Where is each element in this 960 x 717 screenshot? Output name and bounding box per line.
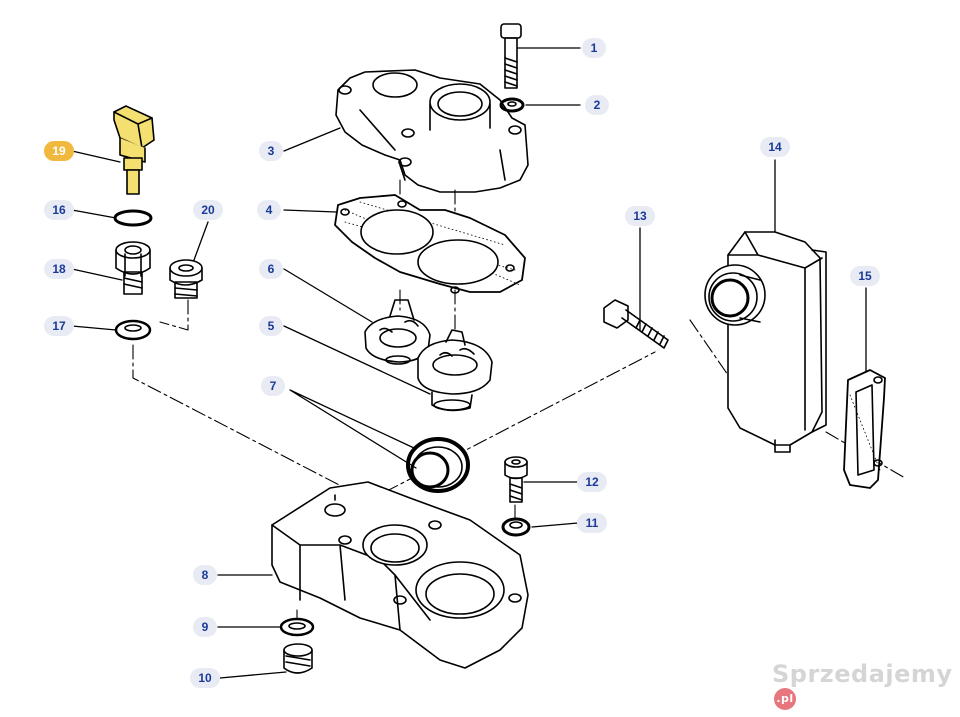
callout-label: 10: [198, 671, 212, 685]
callout-4[interactable]: 4: [257, 200, 281, 220]
callout-badge-bg: [193, 200, 223, 220]
callout-badge-bg: [577, 472, 607, 492]
callout-badge-bg: [193, 565, 217, 585]
callout-label: 11: [586, 516, 599, 530]
callout-label: 13: [633, 209, 647, 223]
part-19-temperature-sensor[interactable]: [113, 105, 155, 195]
callout-label: 3: [268, 144, 275, 158]
callout-badge-bg: [259, 316, 283, 336]
callout-label: 1: [591, 41, 598, 55]
part-4-gasket[interactable]: [334, 194, 526, 294]
callout-5[interactable]: 5: [259, 316, 283, 336]
callout-badge-bg: [261, 376, 285, 396]
callout-badge-bg: [257, 200, 281, 220]
callout-label: 20: [201, 203, 215, 217]
watermark-text: Sprzedajemy: [772, 660, 953, 688]
part-10-plug[interactable]: [283, 643, 313, 674]
callout-17[interactable]: 17: [44, 316, 74, 336]
callout-label: 9: [202, 620, 209, 634]
callout-label: 4: [266, 203, 273, 217]
part-15-outlet-gasket[interactable]: [843, 369, 886, 489]
callout-badge-bg: [850, 266, 880, 286]
callout-16[interactable]: 16: [44, 200, 74, 220]
part-18-adapter-fitting[interactable]: [115, 241, 151, 295]
callout-label: 19: [52, 144, 66, 158]
part-9-washer[interactable]: [279, 617, 315, 637]
callout-badge-bg: [193, 617, 217, 637]
part-8-thermostat-housing[interactable]: [271, 481, 529, 669]
callout-badge-bg: [44, 259, 74, 279]
callout-15[interactable]: 15: [850, 266, 880, 286]
callout-label: 6: [268, 262, 275, 276]
callout-label: 15: [858, 269, 872, 283]
part-17-washer[interactable]: [114, 319, 152, 341]
callout-badge-bg: [760, 137, 790, 157]
callout-13[interactable]: 13: [625, 206, 655, 226]
callout-8[interactable]: 8: [193, 565, 217, 585]
part-7-seal-ring[interactable]: [406, 437, 470, 493]
watermark: Sprzedajemy.pl: [772, 660, 960, 717]
part-20-plug[interactable]: [169, 259, 203, 299]
callout-10[interactable]: 10: [190, 668, 220, 688]
part-12-short-bolt[interactable]: [504, 456, 528, 503]
callout-14[interactable]: 14: [760, 137, 790, 157]
callout-12[interactable]: 12: [577, 472, 607, 492]
callout-label: 18: [52, 262, 66, 276]
callout-badge-bg: [190, 668, 220, 688]
callout-label: 2: [594, 98, 601, 112]
leader-lines: [71, 47, 867, 679]
callout-badge-bg: [44, 200, 74, 220]
callout-badge-bg: [259, 141, 283, 161]
part-5-thermostat-large[interactable]: [417, 329, 493, 412]
part-11-washer[interactable]: [501, 517, 531, 537]
part-14-outlet-housing[interactable]: [704, 231, 827, 453]
callout-badge-bg: [577, 513, 607, 533]
watermark-suffix-badge: .pl: [774, 688, 796, 710]
callout-18[interactable]: 18: [44, 259, 74, 279]
callout-19[interactable]: 19: [44, 141, 74, 161]
callout-2[interactable]: 2: [585, 95, 609, 115]
callout-label: 16: [52, 203, 66, 217]
callout-11[interactable]: 11: [577, 513, 607, 533]
callout-badge-bg: [625, 206, 655, 226]
callout-badge-bg: [582, 38, 606, 58]
callout-9[interactable]: 9: [193, 617, 217, 637]
callout-label: 17: [52, 319, 66, 333]
part-6-thermostat-small[interactable]: [364, 299, 431, 365]
part-3-thermostat-cover[interactable]: [335, 69, 529, 193]
callout-label: 7: [270, 379, 277, 393]
callout-7[interactable]: 7: [261, 376, 285, 396]
callout-label: 14: [768, 140, 782, 154]
callout-badge-bg: [585, 95, 609, 115]
part-1-bolt[interactable]: [500, 23, 522, 89]
part-2-washer[interactable]: [499, 97, 525, 113]
callout-20[interactable]: 20: [193, 200, 223, 220]
callout-label: 5: [268, 319, 275, 333]
callout-badge-bg: [44, 316, 74, 336]
part-13-long-bolt[interactable]: [603, 299, 669, 349]
callout-1[interactable]: 1: [582, 38, 606, 58]
part-16-o-ring[interactable]: [113, 209, 153, 227]
callout-6[interactable]: 6: [259, 259, 283, 279]
callout-label: 12: [585, 475, 599, 489]
callout-badge-bg: [44, 141, 74, 161]
callout-badge-bg: [259, 259, 283, 279]
callout-3[interactable]: 3: [259, 141, 283, 161]
callout-label: 8: [202, 568, 209, 582]
